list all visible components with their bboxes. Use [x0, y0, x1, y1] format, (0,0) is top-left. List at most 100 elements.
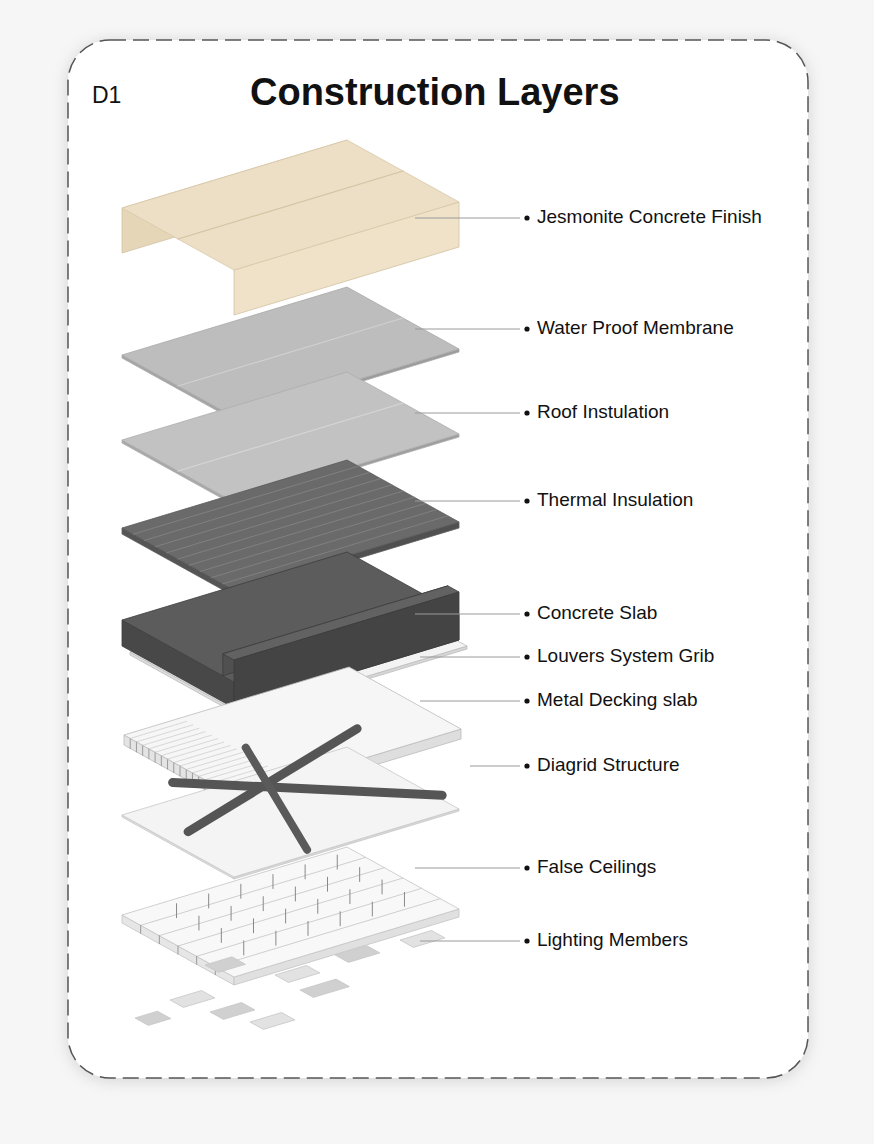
ceiling-hanger	[176, 904, 177, 918]
ceiling-hanger	[231, 906, 232, 920]
ceiling-hanger	[240, 884, 241, 898]
ceiling-hanger	[308, 921, 309, 935]
decking-rib	[192, 756, 248, 773]
decking-corrugation	[136, 742, 137, 752]
bullet-dot	[524, 938, 529, 943]
card	[68, 40, 808, 1078]
leader-line	[415, 501, 520, 502]
leader-line	[415, 868, 520, 869]
ceiling-hanger	[337, 855, 338, 869]
layer-label: Concrete Slab	[537, 602, 657, 624]
ceiling-grid	[215, 899, 440, 967]
ceiling-hanger	[359, 868, 360, 882]
ceiling-profile	[159, 936, 160, 944]
light-panel	[335, 946, 380, 963]
decking-rib	[136, 725, 192, 742]
leader-line	[415, 413, 520, 414]
light-panel	[275, 966, 320, 983]
decking-corrugation	[186, 769, 187, 779]
ceiling-hanger	[317, 899, 318, 913]
decking-rib	[180, 749, 236, 766]
decking-rib	[155, 735, 211, 752]
bullet-dot	[524, 410, 529, 415]
layer-label: Lighting Members	[537, 929, 688, 951]
membrane-groove	[178, 318, 403, 386]
leader-line	[470, 766, 520, 767]
card-border	[68, 40, 808, 1078]
light-panel	[300, 979, 349, 997]
decking-rib	[186, 752, 242, 769]
ceiling-grid	[197, 888, 422, 956]
diagram-title: Construction Layers	[250, 70, 620, 114]
ceiling-hanger	[198, 916, 199, 930]
light-panel	[210, 1003, 255, 1020]
ceiling-grid	[178, 878, 403, 946]
ceiling-hanger	[295, 887, 296, 901]
ceiling-hanger	[272, 875, 273, 889]
layer-label: Water Proof Membrane	[537, 317, 734, 339]
thermal-rib	[178, 491, 403, 559]
thermal-rib	[189, 497, 414, 565]
diagrid-bar	[246, 748, 307, 850]
bullet-dot	[524, 763, 529, 768]
leader-line	[415, 329, 520, 330]
ceiling-hanger	[263, 897, 264, 911]
decking-rib	[199, 759, 255, 776]
ceiling-hanger	[382, 880, 383, 894]
light-panel	[170, 991, 215, 1008]
decking-corrugation	[142, 745, 143, 755]
ceiling-hanger	[208, 894, 209, 908]
layer-label: Metal Decking slab	[537, 689, 698, 711]
decking-corrugation	[180, 766, 181, 776]
decking-corrugation	[161, 756, 162, 766]
layer-label: Jesmonite Concrete Finish	[537, 206, 762, 228]
decking-rib	[161, 739, 217, 756]
ceiling-profile	[140, 925, 141, 933]
decking-corrugation	[155, 752, 156, 762]
bullet-dot	[524, 654, 529, 659]
ceiling-hanger	[372, 902, 373, 916]
layer-label: Roof Instulation	[537, 401, 669, 423]
light-panel	[205, 957, 245, 973]
ceiling-hanger	[305, 865, 306, 879]
ceiling-hanger	[243, 941, 244, 955]
leaders	[415, 215, 530, 943]
false-ceiling-top	[122, 847, 459, 977]
diagrid-joint	[302, 742, 329, 755]
ceiling-profile	[196, 956, 197, 964]
ceiling-hanger	[340, 912, 341, 926]
thermal-rib	[200, 503, 425, 571]
leader-line	[415, 614, 520, 615]
layers	[122, 140, 467, 1029]
finish-top	[122, 140, 459, 270]
diagrid-bar	[173, 783, 443, 796]
roof-insulation-groove	[178, 403, 403, 471]
bullet-dot	[524, 611, 529, 616]
drawing-code: D1	[92, 82, 121, 108]
decking-rib	[149, 732, 205, 749]
leader-line	[415, 218, 520, 219]
ceiling-hanger	[221, 928, 222, 942]
ceiling-profile	[178, 946, 179, 954]
decking-corrugation	[130, 738, 131, 748]
light-panel	[250, 1013, 295, 1030]
decking-rib	[143, 728, 199, 745]
ceiling-hanger	[327, 877, 328, 891]
decking-corrugation	[173, 763, 174, 773]
layer-label: Diagrid Structure	[537, 754, 680, 776]
ceiling-hanger	[253, 919, 254, 933]
leader-line	[420, 941, 520, 942]
bullet-dot	[524, 698, 529, 703]
light-panel	[135, 1011, 171, 1025]
decking-corrugation	[167, 759, 168, 769]
ceiling-hanger	[349, 890, 350, 904]
decking-corrugation	[148, 749, 149, 759]
ceiling-hanger	[404, 892, 405, 906]
finish-groove	[178, 171, 403, 239]
leader-line	[420, 657, 520, 658]
bullet-dot	[524, 498, 529, 503]
decking-rib	[168, 742, 224, 759]
ceiling-hanger	[275, 931, 276, 945]
